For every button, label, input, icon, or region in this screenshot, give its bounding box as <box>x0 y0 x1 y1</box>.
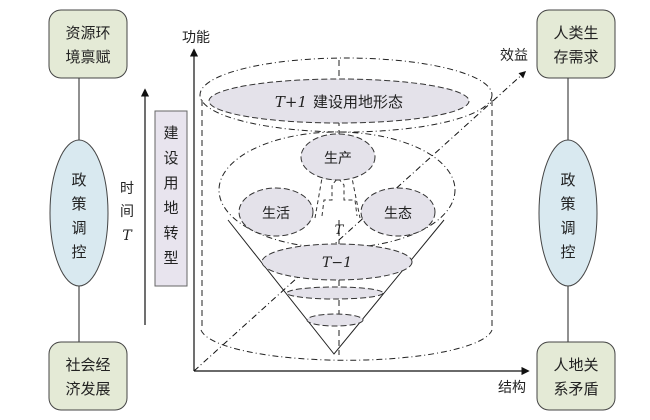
policy-left-char: 政 <box>71 171 86 189</box>
transform-box <box>154 110 188 287</box>
socioeconomic-box <box>48 341 128 411</box>
living-ellipse <box>238 187 314 237</box>
time-variable: T <box>122 228 133 244</box>
transform-char: 建 <box>163 124 178 142</box>
t-ellipse <box>218 131 456 249</box>
t-plus-1-label: T+1 建设用地形态 <box>275 93 403 111</box>
ecology-label: 生态 <box>384 206 412 222</box>
policy-left-char: 策 <box>71 195 86 213</box>
human-land-line1: 人地关 <box>553 356 598 374</box>
policy-left-char: 调 <box>71 219 86 237</box>
land-form-label: 建设用地形态 <box>313 93 403 111</box>
socioeconomic-line1: 社会经 <box>65 356 110 374</box>
resource-box <box>48 9 128 79</box>
transform-char: 用 <box>163 174 178 192</box>
policy-right-char: 策 <box>560 195 575 213</box>
function-axis-label: 功能 <box>182 30 210 46</box>
up-arrow <box>321 177 358 217</box>
transform-char: 设 <box>163 149 178 167</box>
policy-right-char: 控 <box>560 243 575 261</box>
human-needs-line2: 存需求 <box>553 48 598 66</box>
past-ellipse-2 <box>306 313 364 327</box>
cylinder-sides <box>201 60 493 355</box>
policy-right-char: 政 <box>560 171 575 189</box>
human-land-line2: 系矛盾 <box>553 380 598 398</box>
production-label: 生产 <box>324 151 352 167</box>
resource-line2: 境禀赋 <box>65 48 110 66</box>
transform-char: 地 <box>163 199 178 217</box>
structure-axis-label: 结构 <box>498 380 526 396</box>
benefit-axis <box>193 71 527 372</box>
t-plus-1-ellipse <box>208 78 470 124</box>
transform-char: 转 <box>163 224 178 242</box>
policy-left-char: 控 <box>71 243 86 261</box>
benefit-axis-label: 效益 <box>500 48 528 64</box>
time-label: 时 <box>120 181 134 197</box>
resource-line1: 资源环 <box>65 24 110 42</box>
production-ellipse <box>300 133 376 181</box>
socioeconomic-line2: 济发展 <box>65 380 110 398</box>
past-ellipse-1 <box>286 286 384 300</box>
transform-char: 型 <box>163 249 178 267</box>
human-needs-line1: 人类生 <box>553 24 598 42</box>
t-label: T <box>335 223 345 238</box>
policy-ellipse-left <box>49 139 109 287</box>
living-label: 生活 <box>262 206 290 222</box>
t-plus-1-var: T+1 <box>275 93 307 111</box>
cylinder <box>199 57 493 361</box>
human-needs-box <box>536 9 616 79</box>
t-minus-1-label: T−1 <box>322 255 352 271</box>
policy-right-char: 调 <box>560 219 575 237</box>
policy-ellipse-right <box>538 139 598 287</box>
t-minus-1-ellipse <box>261 243 413 281</box>
ecology-ellipse <box>360 187 436 237</box>
human-land-box <box>536 341 616 411</box>
time-label: 间 <box>120 204 134 220</box>
